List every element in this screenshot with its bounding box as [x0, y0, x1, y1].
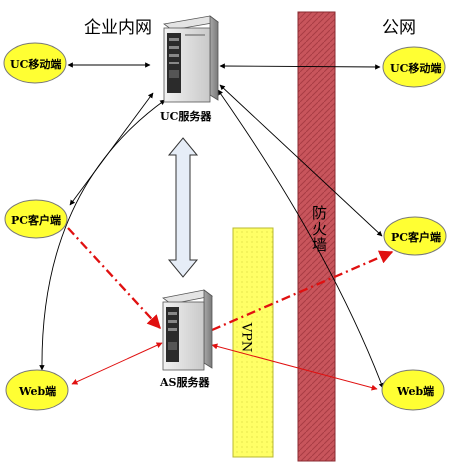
pc-client-right-ellipse [383, 216, 447, 256]
link-as-pc-right [211, 250, 394, 332]
firewall-label: 防火墙 [310, 205, 328, 253]
link-web-left-as [71, 342, 163, 385]
vpn-label: VPN [238, 322, 254, 353]
web-left-ellipse [5, 369, 69, 411]
web-right-label: Web端 [397, 385, 435, 398]
red-dashdot-links [67, 227, 394, 332]
red-links [71, 342, 378, 391]
link-uc-mobile-right [219, 63, 381, 70]
web-right-ellipse [381, 369, 445, 411]
uc-as-sync-arrow [167, 137, 199, 278]
web-left-label: Web端 [19, 385, 57, 398]
pc-client-right-label: PC客户端 [391, 231, 442, 244]
uc-mobile-right-ellipse [382, 46, 446, 88]
link-web-left-uc [39, 99, 166, 371]
client-ellipses [3, 42, 447, 411]
link-web-right-as [211, 343, 378, 391]
uc-mobile-left-label: UC移动端 [10, 58, 62, 71]
as-server-label: AS服务器 [160, 376, 210, 389]
pc-client-left-ellipse [4, 199, 68, 239]
intranet-zone-title: 企业内网 [84, 18, 152, 38]
link-pc-left-as [67, 227, 161, 330]
pc-client-left-label: PC客户端 [11, 214, 62, 227]
uc-server-icon [163, 15, 219, 103]
public-zone-title: 公网 [382, 18, 416, 38]
as-server-icon [162, 289, 213, 371]
uc-mobile-left-ellipse [3, 42, 67, 84]
uc-server-label: UC服务器 [160, 110, 212, 123]
uc-mobile-right-label: UC移动端 [390, 62, 442, 75]
